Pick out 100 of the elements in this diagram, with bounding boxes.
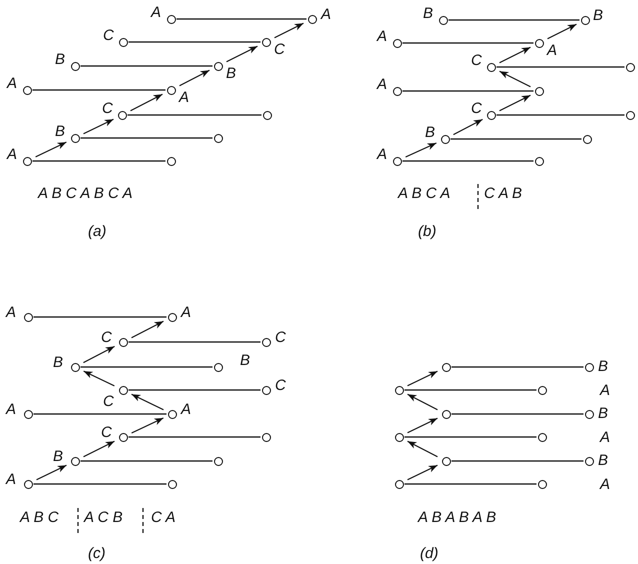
rod-line <box>452 413 584 415</box>
arrow <box>131 394 164 410</box>
atom-circle <box>394 480 404 488</box>
layer-letter: B <box>598 406 608 421</box>
rod-line <box>452 366 584 368</box>
arrow <box>36 464 67 480</box>
rod-line <box>128 436 260 438</box>
layer-letter: C <box>101 330 112 345</box>
atom-circle <box>534 86 544 96</box>
layer-letter: C <box>101 425 112 440</box>
rod-line <box>32 89 166 91</box>
layer-letter: A <box>6 472 16 487</box>
rod-line <box>34 413 166 415</box>
layer-letter: B <box>425 125 436 140</box>
atom-circle <box>392 86 402 96</box>
rod-line <box>402 160 534 162</box>
layer-letter: A <box>321 7 332 22</box>
arrow <box>274 22 304 38</box>
arrow <box>83 440 115 458</box>
layer-letter: A <box>600 430 610 446</box>
atom-circle <box>534 38 544 48</box>
atom-circle <box>24 480 32 488</box>
rod-line <box>32 160 166 162</box>
rod-line <box>448 19 580 21</box>
atom-circle <box>442 456 450 466</box>
panel-label: (b) <box>418 224 436 240</box>
atom-circle <box>538 432 546 442</box>
arrow <box>407 440 438 458</box>
layer-letter: B <box>423 6 434 21</box>
atom-circle <box>214 134 222 142</box>
atom-circle <box>308 14 316 24</box>
atom-circle <box>394 432 404 442</box>
panel-label: (d) <box>420 546 438 562</box>
atom-circle <box>534 156 544 166</box>
atom-circle <box>262 386 270 394</box>
atom-circle <box>166 86 176 94</box>
arrow <box>453 118 483 136</box>
atom-circle <box>262 432 270 442</box>
layer-letter: C <box>103 28 114 43</box>
layer-letter: A <box>547 43 558 58</box>
layer-letter: B <box>598 359 608 374</box>
atom-circle <box>214 62 222 70</box>
atom-circle <box>22 156 32 166</box>
atom-circle <box>166 156 176 166</box>
layer-letter: B <box>55 124 66 139</box>
arrow <box>226 46 258 62</box>
stacking-sequence: A B A B A B <box>418 510 496 526</box>
layer-letter: A <box>6 305 16 320</box>
atom-circle <box>214 456 222 466</box>
rod-line <box>128 341 260 343</box>
atom-circle <box>118 432 128 442</box>
layer-letter: A <box>179 90 190 105</box>
layer-letter: C <box>102 101 113 116</box>
atom-circle <box>582 134 592 144</box>
arrow <box>83 346 115 364</box>
arrow <box>405 142 437 158</box>
rod-line <box>496 66 624 68</box>
arrow <box>407 370 438 386</box>
rod-line <box>176 18 306 20</box>
layer-letter: A <box>600 383 610 399</box>
arrow <box>499 70 531 88</box>
atom-circle <box>70 456 80 466</box>
atom-circle <box>168 410 176 418</box>
atom-circle <box>442 362 450 372</box>
atom-circle <box>166 14 176 24</box>
arrow <box>130 94 163 112</box>
layer-letter: C <box>471 53 482 68</box>
atom-circle <box>438 16 448 24</box>
atom-circle <box>538 386 546 394</box>
arrow <box>131 320 164 338</box>
atom-circle <box>24 410 32 418</box>
atom-circle <box>118 110 126 120</box>
layer-letter: A <box>600 477 610 493</box>
atom-circle <box>626 110 634 120</box>
atom-circle <box>486 110 496 120</box>
stacking-sequence: A B C A B C A <box>38 186 132 202</box>
atom-circle <box>24 312 32 322</box>
rod-line <box>404 483 536 485</box>
layer-letter: A <box>377 147 388 162</box>
stacking-sequence: C A B <box>484 186 522 202</box>
atom-circle <box>22 86 32 94</box>
atom-circle <box>440 134 450 144</box>
atom-circle <box>394 386 404 394</box>
stacking-sequence: A B C A <box>398 186 450 202</box>
atom-circle <box>70 134 80 142</box>
layer-letter: B <box>598 453 608 468</box>
rod-line <box>402 90 534 92</box>
atom-circle <box>262 38 270 46</box>
atom-circle <box>584 456 594 466</box>
rod-line <box>404 436 536 438</box>
layer-letter: B <box>226 66 236 81</box>
layer-letter: A <box>181 402 192 417</box>
layer-letter: A <box>377 29 388 44</box>
arrow <box>407 418 438 434</box>
stacking-sequence: A B C <box>20 510 59 526</box>
layer-letter: B <box>593 8 604 23</box>
rod-line <box>80 137 212 139</box>
arrow <box>499 94 531 112</box>
atom-circle <box>584 410 594 418</box>
rod-line <box>80 460 212 462</box>
